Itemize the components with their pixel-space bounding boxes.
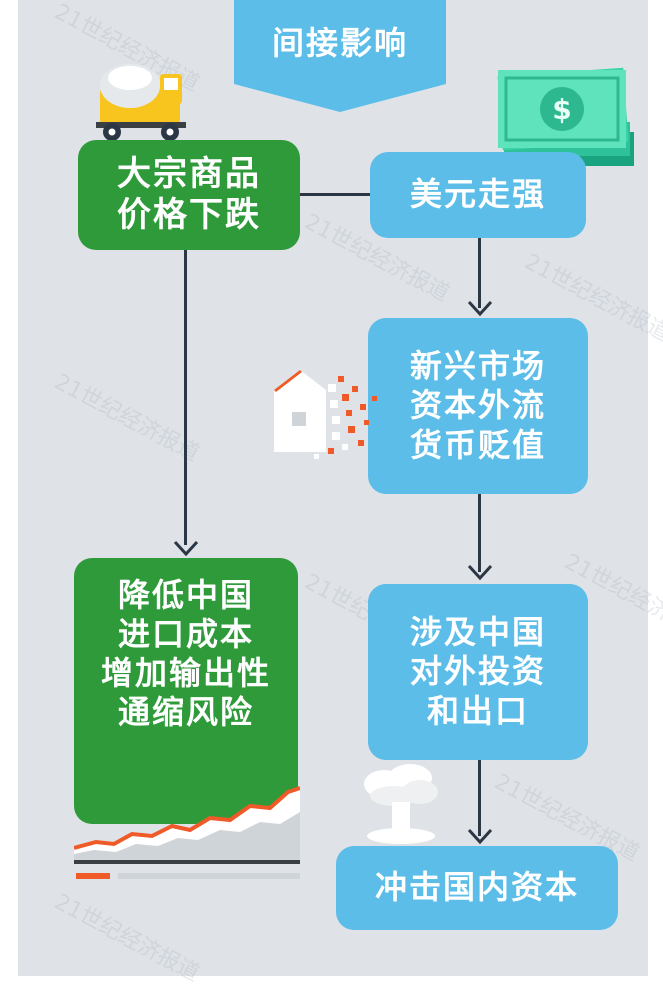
node-china-investment: 涉及中国 对外投资 和出口 [368,584,588,760]
node-line: 和出口 [426,691,529,730]
node-commodity-price-drop: 大宗商品 价格下跌 [78,140,300,250]
arrow-commodity-to-china [184,250,187,545]
node-line: 价格下跌 [117,195,261,235]
flowchart-panel: 21世纪经济报道 21世纪经济报道 21世纪经济报道 21世纪经济报道 21世纪… [18,0,663,987]
arrow-investment-to-impact [478,760,481,836]
node-line: 资本外流 [409,386,546,425]
arrowhead [467,564,493,581]
arrowhead [173,540,199,557]
arrow-usd-to-emerging [478,238,481,308]
node-line: 冲击国内资本 [374,868,579,907]
explosion-cloud-icon [364,764,438,844]
mixer-truck-icon [96,64,186,141]
arrowhead [467,828,493,845]
node-usd-strength: 美元走强 [370,152,586,238]
node-domestic-capital-impact: 冲击国内资本 [336,846,618,930]
arrow-emerging-to-investment [478,494,481,572]
arrowhead [467,300,493,317]
node-line: 通缩风险 [117,693,254,732]
node-line: 对外投资 [409,652,546,691]
node-line: 增加输出性 [100,654,271,693]
node-china-import-cost: 降低中国 进口成本 增加输出性 通缩风险 [74,558,298,824]
node-line: 美元走强 [409,175,546,214]
disintegrating-house-icon [274,370,377,459]
rising-chart-icon [74,786,300,879]
header-ribbon [234,0,446,112]
watermark: 21世纪经济报道 [50,369,204,467]
node-line: 货币贬值 [409,425,546,464]
node-emerging-markets: 新兴市场 资本外流 货币贬值 [368,318,588,494]
watermark: 21世纪经济报道 [50,889,204,987]
svg-text:$: $ [552,93,571,126]
header-title: 间接影响 [271,24,408,62]
node-line: 大宗商品 [117,153,261,194]
node-line: 新兴市场 [409,347,546,386]
node-line: 涉及中国 [409,613,546,652]
node-line: 进口成本 [117,615,254,654]
node-line: 降低中国 [117,576,254,614]
connector-commodity-usd [300,193,396,196]
